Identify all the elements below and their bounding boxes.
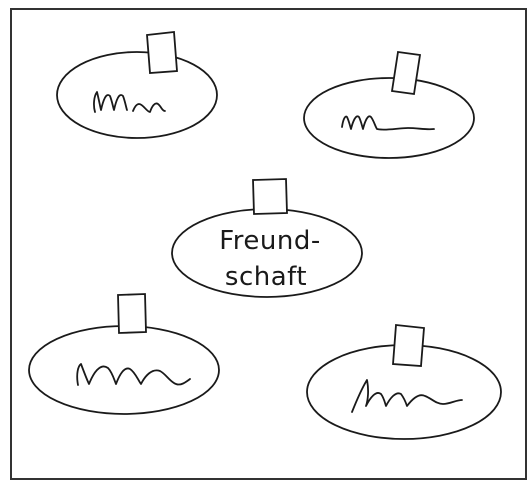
tag-bottom-left bbox=[28, 293, 220, 415]
tag-top-right-tab bbox=[390, 50, 422, 96]
worksheet-frame bbox=[10, 8, 527, 480]
tag-top-left-ellipse bbox=[56, 51, 218, 139]
tag-bottom-right bbox=[306, 324, 502, 440]
tag-top-left-tab bbox=[146, 31, 178, 74]
tag-bottom-right-tab bbox=[392, 324, 425, 367]
tag-center-tab bbox=[252, 178, 288, 215]
tag-top-right-scribble bbox=[341, 115, 435, 131]
tag-top-left-scribble bbox=[93, 91, 166, 113]
tag-center: Freund- schaft bbox=[171, 178, 363, 298]
tag-top-left bbox=[56, 31, 218, 139]
tag-center-text-line2: schaft bbox=[225, 262, 307, 292]
tag-bottom-left-scribble bbox=[76, 363, 191, 386]
tag-top-right bbox=[303, 50, 475, 159]
tag-bottom-right-scribble bbox=[351, 379, 463, 413]
tag-bottom-left-tab bbox=[117, 293, 147, 334]
tag-top-right-ellipse bbox=[303, 77, 475, 159]
tag-center-text-line1: Freund- bbox=[219, 226, 321, 256]
